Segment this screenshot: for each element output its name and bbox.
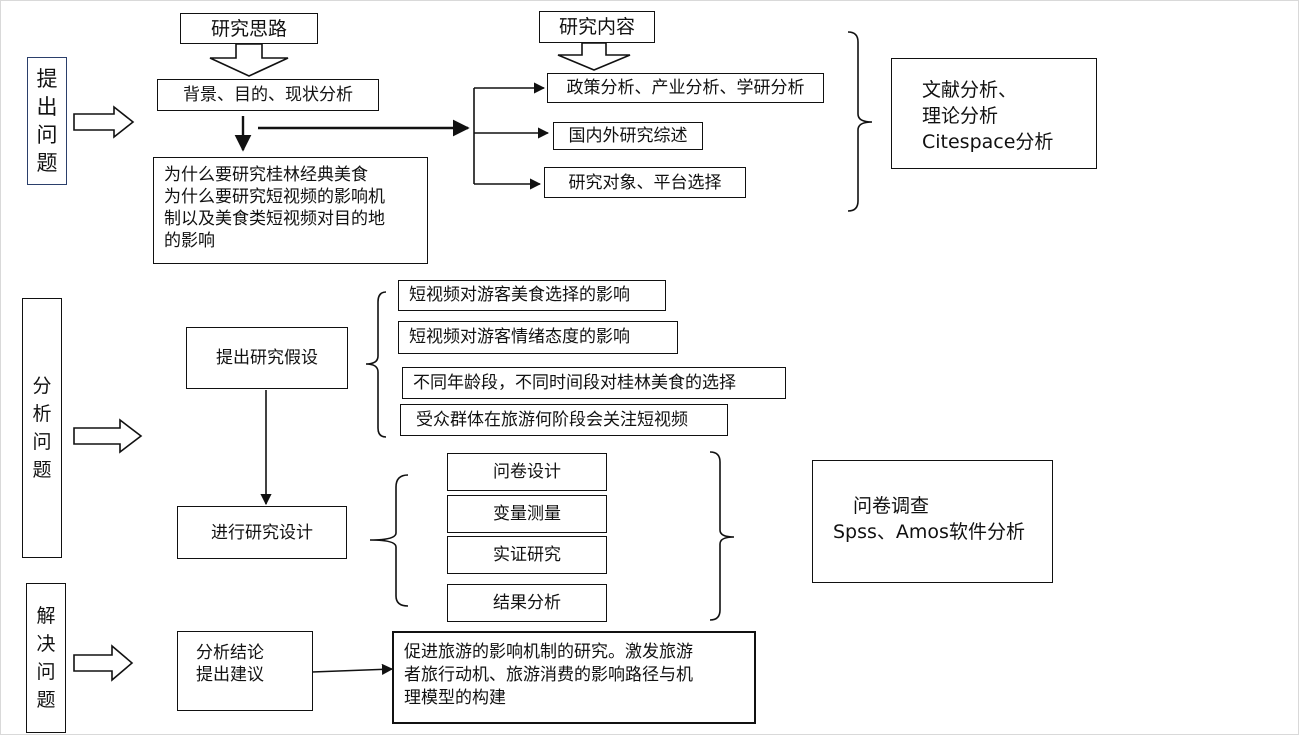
stage-label-text: 提出问题 xyxy=(36,67,58,175)
brace-content xyxy=(847,31,873,212)
design-item-2: 变量测量 xyxy=(447,495,607,533)
design-text: 进行研究设计 xyxy=(211,522,313,543)
outcome-line: 者旅行动机、旅游消费的影响路径与机 xyxy=(404,665,693,685)
methods-line: 文献分析、 xyxy=(922,79,1018,101)
survey-line: 问卷调查 xyxy=(853,495,930,517)
brace-hypotheses xyxy=(365,291,387,438)
content-label-text: 研究内容 xyxy=(558,16,635,38)
design-item-text: 问卷设计 xyxy=(493,462,561,482)
conclusion-line: 提出建议 xyxy=(196,665,264,685)
stage-label-text: 解决问题 xyxy=(36,605,56,711)
outcome-line: 促进旅游的影响机制的研究。激发旅游 xyxy=(404,642,693,662)
why-line: 为什么要研究短视频的影响机 xyxy=(164,187,385,207)
content-item-2: 国内外研究综述 xyxy=(553,122,703,150)
why-line: 制以及美食类短视频对目的地 xyxy=(164,209,385,229)
right-block-arrow-2 xyxy=(73,418,143,454)
why-line: 的影响 xyxy=(164,231,215,251)
hypothesis-item-text: 短视频对游客情绪态度的影响 xyxy=(409,327,630,347)
right-block-arrow-1 xyxy=(73,105,135,139)
outcome-line: 理模型的构建 xyxy=(404,688,506,708)
why-line: 为什么要研究桂林经典美食 xyxy=(164,165,368,185)
stage-label-analyze-question: 分析问题 xyxy=(22,298,62,558)
hypothesis-item-text: 受众群体在旅游何阶段会关注短视频 xyxy=(416,410,688,430)
survey-line: Spss、Amos软件分析 xyxy=(833,521,1025,543)
stage-label-text: 分析问题 xyxy=(32,375,52,481)
survey-box: 问卷调查 Spss、Amos软件分析 xyxy=(812,460,1053,583)
content-item-text: 政策分析、产业分析、学研分析 xyxy=(566,78,805,98)
design-box: 进行研究设计 xyxy=(177,506,347,559)
brace-design xyxy=(369,474,409,607)
design-item-text: 结果分析 xyxy=(493,593,561,613)
content-item-3: 研究对象、平台选择 xyxy=(544,167,746,198)
methods-line: Citespace分析 xyxy=(922,131,1054,153)
content-label: 研究内容 xyxy=(539,11,655,43)
hypothesis-item-text: 短视频对游客美食选择的影响 xyxy=(409,285,630,305)
conclusion-box: 分析结论 提出建议 xyxy=(177,631,313,711)
hypothesis-item-4: 受众群体在旅游何阶段会关注短视频 xyxy=(400,404,728,436)
arrow-conclusion-to-outcome xyxy=(311,663,394,675)
background-text: 背景、目的、现状分析 xyxy=(183,85,353,105)
design-item-1: 问卷设计 xyxy=(447,453,607,491)
approach-label-text: 研究思路 xyxy=(210,17,287,40)
content-item-1: 政策分析、产业分析、学研分析 xyxy=(547,73,824,103)
design-item-3: 实证研究 xyxy=(447,536,607,574)
right-block-arrow-3 xyxy=(73,644,134,682)
methods-line: 理论分析 xyxy=(922,105,999,127)
hypothesis-box: 提出研究假设 xyxy=(186,327,348,389)
down-block-arrow-approach xyxy=(209,43,289,77)
conclusion-line: 分析结论 xyxy=(196,643,264,663)
content-item-text: 研究对象、平台选择 xyxy=(568,172,722,193)
content-item-text: 国内外研究综述 xyxy=(568,126,688,146)
hypothesis-item-3: 不同年龄段，不同时间段对桂林美食的选择 xyxy=(402,367,786,399)
hypothesis-item-2: 短视频对游客情绪态度的影响 xyxy=(398,321,678,354)
hypothesis-item-text: 不同年龄段，不同时间段对桂林美食的选择 xyxy=(413,373,736,393)
stage-label-raise-question: 提出问题 xyxy=(27,57,67,185)
approach-label: 研究思路 xyxy=(180,13,318,44)
stage-label-solve-question: 解决问题 xyxy=(26,583,66,733)
hypothesis-item-1: 短视频对游客美食选择的影响 xyxy=(398,280,666,311)
brace-survey xyxy=(709,451,735,621)
design-item-4: 结果分析 xyxy=(447,584,607,622)
why-box: 为什么要研究桂林经典美食 为什么要研究短视频的影响机 制以及美食类短视频对目的地… xyxy=(153,157,428,264)
down-block-arrow-content xyxy=(557,42,631,71)
background-box: 背景、目的、现状分析 xyxy=(157,79,379,111)
design-item-text: 变量测量 xyxy=(493,504,561,524)
hypothesis-text: 提出研究假设 xyxy=(216,348,318,368)
methods-box: 文献分析、 理论分析 Citespace分析 xyxy=(891,58,1097,169)
design-item-text: 实证研究 xyxy=(493,545,561,565)
outcome-box: 促进旅游的影响机制的研究。激发旅游 者旅行动机、旅游消费的影响路径与机 理模型的… xyxy=(392,631,756,724)
